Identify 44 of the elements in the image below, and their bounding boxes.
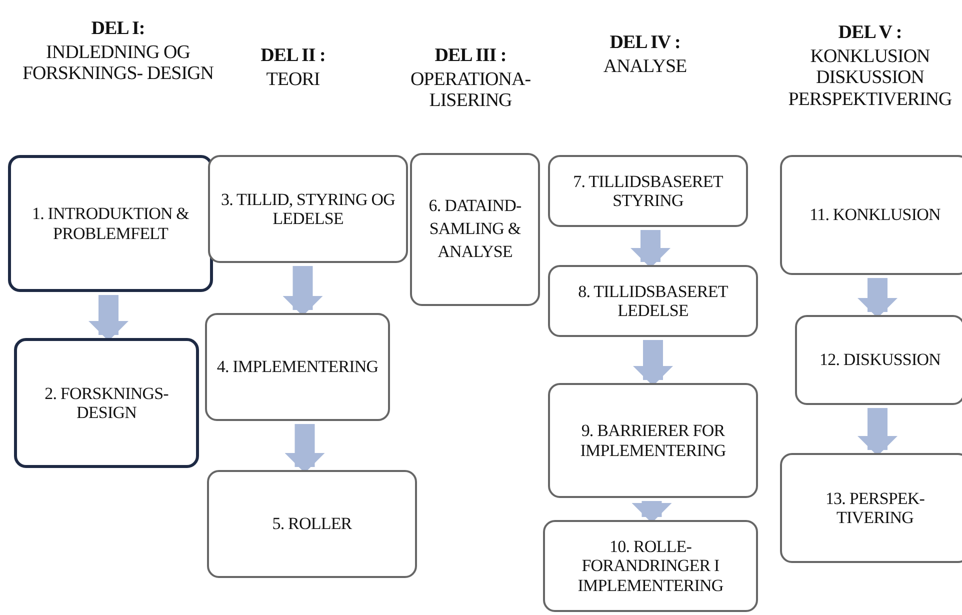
block-arrow — [284, 424, 325, 473]
section-title: OPERATIONA- LISERING — [409, 69, 532, 112]
box-label: 6. DATAIND- SAMLING & ANALYSE — [428, 195, 522, 263]
box-label: 2. FORSKNINGS- DESIGN — [44, 384, 170, 422]
process-box — [205, 313, 390, 421]
box-label: 4. IMPLEMENTERING — [216, 357, 378, 377]
box-label: 1. INTRODUKTION & PROBLEMFELT — [30, 204, 190, 243]
section-title: KONKLUSION DISKUSSION PERSPEKTIVERING — [787, 46, 953, 110]
process-box — [208, 155, 408, 263]
process-box — [14, 338, 199, 468]
process-box — [410, 153, 540, 306]
block-arrow — [633, 340, 673, 386]
box-label: 13. PERSPEK- TIVERING — [824, 488, 926, 528]
process-box — [8, 155, 213, 292]
box-label: 8. TILLIDSBASERET LEDELSE — [577, 282, 729, 320]
section-title: TEORI — [265, 69, 321, 90]
section-heading: DEL II : — [260, 45, 326, 66]
process-box — [207, 470, 417, 578]
block-arrow — [88, 295, 128, 341]
process-box — [780, 453, 962, 563]
process-box — [548, 155, 748, 227]
box-label: 12. DISKUSSION — [820, 350, 940, 370]
process-box — [548, 265, 758, 337]
section-heading: DEL V : — [837, 22, 903, 44]
block-arrow — [632, 501, 672, 523]
section-title: ANALYSE — [602, 56, 688, 78]
box-label: 11. KONKLUSION — [810, 205, 940, 225]
section-heading: DEL IV : — [608, 32, 682, 54]
section-heading: DEL III : — [434, 45, 508, 66]
section-title: INDLEDNING OG FORSKNINGS- DESIGN — [21, 42, 215, 85]
block-arrow — [858, 408, 898, 456]
box-label: 7. TILLIDSBASERET STYRING — [572, 172, 724, 210]
process-box — [548, 383, 758, 498]
block-arrow — [630, 230, 670, 268]
process-box — [780, 155, 962, 275]
process-box — [795, 315, 962, 405]
block-arrow — [858, 278, 898, 318]
box-label: 5. ROLLER — [272, 514, 352, 534]
box-label: 10. ROLLE- FORANDRINGER I IMPLEMENTERING — [576, 537, 724, 595]
section-heading: DEL I: — [90, 18, 146, 40]
box-label: 9. BARRIERER FOR IMPLEMENTERING — [579, 421, 727, 460]
box-label: 3. TILLID, STYRING OG LEDELSE — [220, 190, 396, 228]
process-box — [543, 520, 758, 612]
block-arrow — [282, 266, 323, 316]
